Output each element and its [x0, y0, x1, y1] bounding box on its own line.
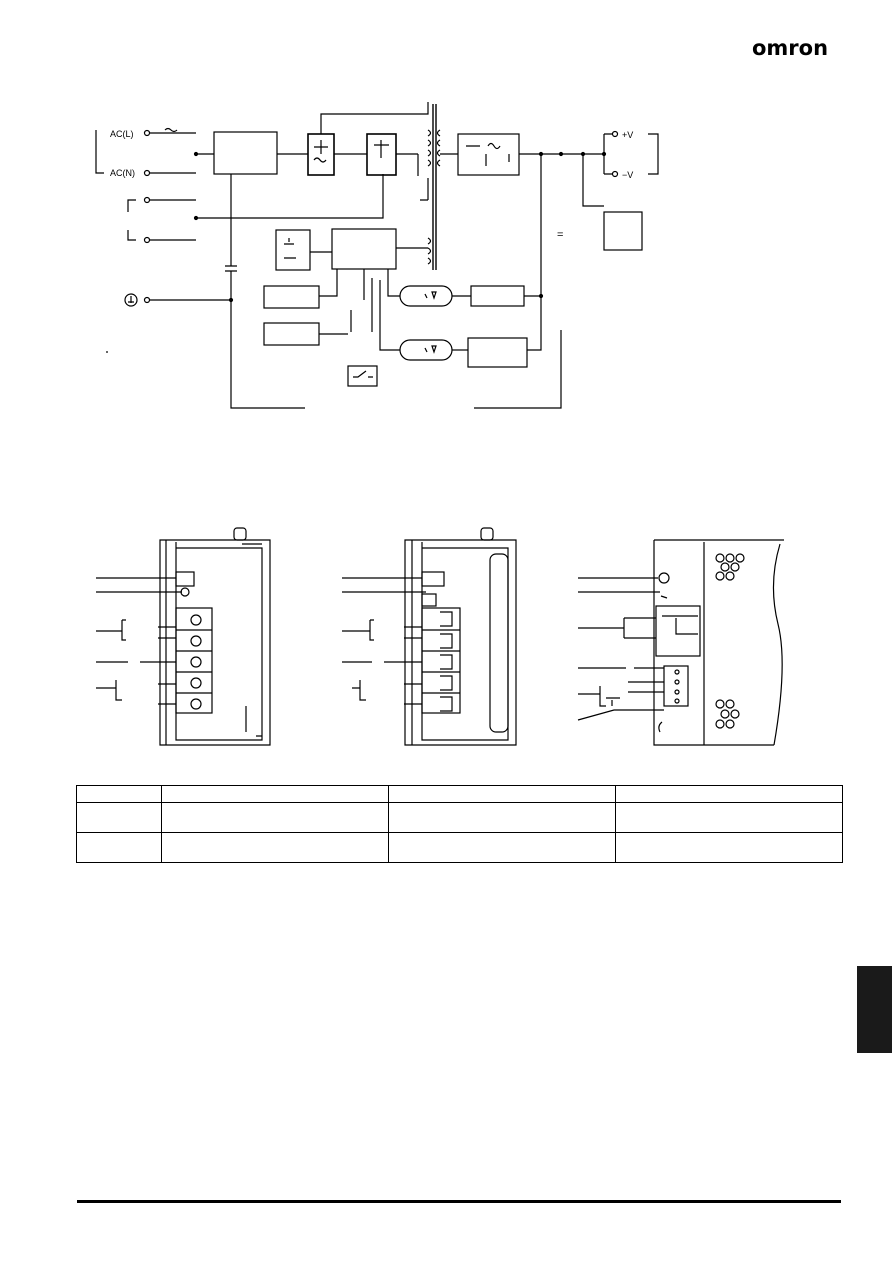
plus-v-label: +V — [622, 130, 633, 140]
ac-n-label: AC(N) — [110, 168, 135, 178]
table-cell — [388, 802, 616, 833]
section-tab — [857, 966, 892, 1053]
relay-block — [275, 229, 311, 271]
table-cell — [76, 802, 162, 833]
table-cell — [615, 832, 843, 863]
switch-block — [347, 365, 378, 387]
detection-block-2 — [467, 337, 528, 368]
footer-rule — [77, 1200, 841, 1203]
ac-l-label: AC(L) — [110, 129, 134, 139]
spec-table — [76, 785, 843, 863]
table-header-cell — [388, 785, 616, 803]
output-rectifier — [457, 133, 520, 176]
table-cell — [76, 832, 162, 863]
table-cell — [161, 802, 389, 833]
table-header-cell — [161, 785, 389, 803]
table-header-row — [76, 785, 843, 803]
overvoltage-block — [263, 285, 320, 309]
terminal-view-2 — [342, 527, 517, 746]
table-row — [76, 802, 843, 833]
transformer-core — [432, 104, 437, 270]
terminal-view-1 — [96, 527, 271, 746]
detection-block-1 — [470, 285, 525, 307]
block-diagram: AC(L) AC(N) +V −V = — [95, 102, 659, 409]
table-header-cell — [76, 785, 162, 803]
table-cell — [615, 802, 843, 833]
omron-logo: omron — [752, 36, 829, 60]
input-bracket — [95, 130, 104, 174]
overcurrent-block — [263, 322, 320, 346]
dc-symbol: = — [557, 229, 563, 241]
control-circuit-block — [331, 228, 397, 270]
table-cell — [388, 832, 616, 863]
dc-indicator-block — [603, 211, 643, 251]
table-row — [76, 832, 843, 863]
terminal-views — [96, 527, 784, 746]
terminal-view-3 — [577, 539, 784, 746]
filter-block — [213, 131, 278, 175]
table-cell — [161, 832, 389, 863]
table-header-cell — [615, 785, 843, 803]
minus-v-label: −V — [622, 170, 633, 180]
